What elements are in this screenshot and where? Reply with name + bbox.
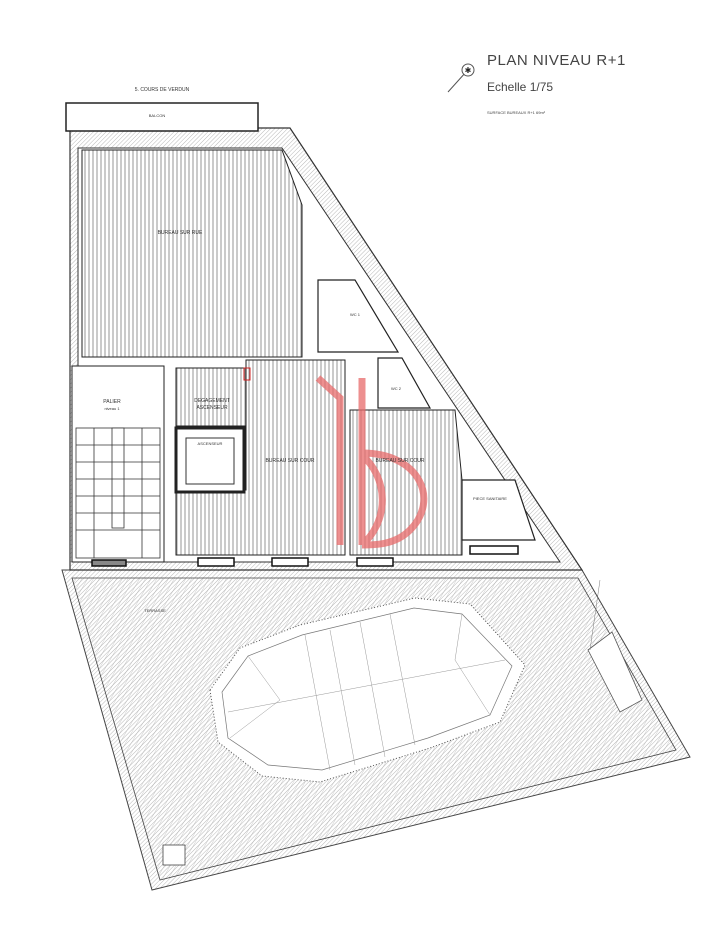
red-marker xyxy=(243,367,251,381)
label-piece-sanitaire: PIECE SANITAIRE xyxy=(473,496,507,501)
label-bureau-sur-cour-2: BUREAU SUR COUR xyxy=(376,458,425,464)
label-bureau-sur-cour-1: BUREAU SUR COUR xyxy=(266,458,315,464)
plan-title: PLAN NIVEAU R+1 xyxy=(487,52,626,69)
balcony xyxy=(65,102,259,132)
skylight-ridges xyxy=(227,613,506,771)
plan-surface: SURFACE BUREAUX R+1 69m² xyxy=(487,110,546,115)
label-bureau-sur-rue: BUREAU SUR RUE xyxy=(158,230,203,236)
skylight-inner xyxy=(221,607,513,771)
label-terrasse: TERRASSE xyxy=(144,608,166,613)
room-wc2 xyxy=(377,357,432,409)
courtyard-windows xyxy=(91,545,519,567)
label-degagement: DEGAGEMENT xyxy=(194,398,230,404)
label-balcon: BALCON xyxy=(149,113,166,118)
north-arrow-icon: ✱ xyxy=(447,63,475,93)
label-degagement-sub: ASCENSEUR xyxy=(196,405,228,411)
svg-text:✱: ✱ xyxy=(465,66,472,75)
label-wc2: WC 2 xyxy=(391,386,402,391)
label-palier: PALIER xyxy=(103,399,121,405)
hvac-unit xyxy=(587,631,643,713)
label-wc1: WC 1 xyxy=(350,312,361,317)
street-label: 5. COURS DE VERDUN xyxy=(135,87,190,93)
label-palier-sub: niveau 1 xyxy=(104,406,120,411)
room-piece-sanitaire xyxy=(461,479,536,541)
plan-scale: Echelle 1/75 xyxy=(487,80,554,94)
room-bureau-sur-cour-1 xyxy=(175,359,346,556)
staircase xyxy=(75,427,161,559)
room-bureau-sur-rue xyxy=(81,149,303,358)
terrace-corner-box xyxy=(162,844,186,866)
id-logo-watermark xyxy=(315,375,428,549)
room-degagement xyxy=(175,367,247,427)
room-wc1 xyxy=(317,279,400,353)
label-ascenseur: ASCENSEUR xyxy=(198,441,223,446)
elevator-cabin xyxy=(185,437,235,485)
